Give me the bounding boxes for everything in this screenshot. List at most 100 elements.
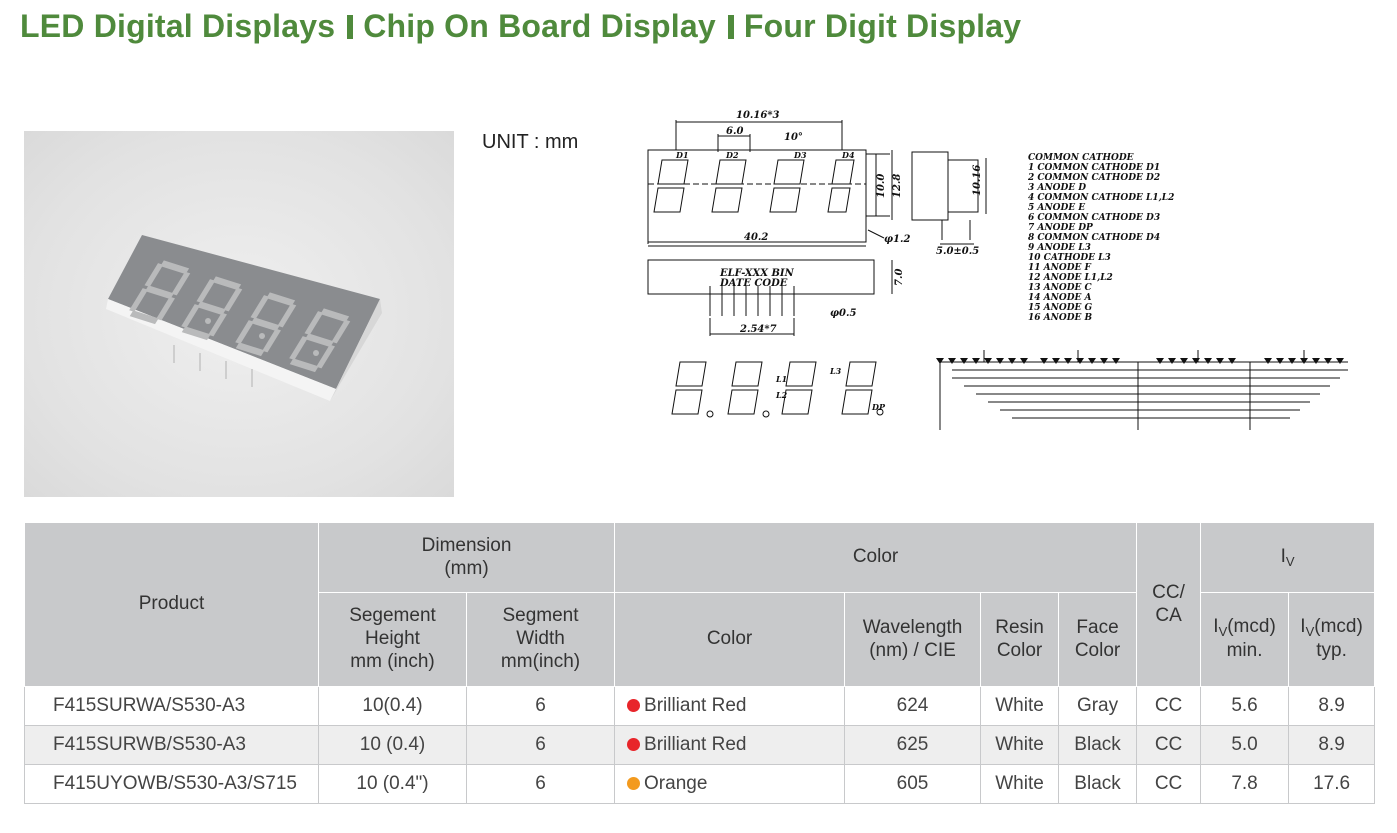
title-separator xyxy=(727,15,734,39)
circuit-diagram xyxy=(939,350,1348,430)
pin-line: 12 ANODE L1,L2 xyxy=(1028,273,1113,283)
pin-line: COMMON CATHODE xyxy=(1028,153,1134,163)
title-part-3: Four Digit Display xyxy=(743,8,1022,44)
digit-label-d1: D1 xyxy=(675,150,689,160)
pin-line: 7 ANODE DP xyxy=(1028,223,1093,233)
pin-line: 6 COMMON CATHODE D3 xyxy=(1028,213,1160,223)
cell-seg-width: 6 xyxy=(466,725,616,765)
pin-line: 10 CATHODE L3 xyxy=(1028,253,1111,263)
dim-angle: 10° xyxy=(784,132,803,143)
header-iv-typ: IV(mcd)typ. xyxy=(1288,592,1376,687)
cell-color: Orange xyxy=(614,764,846,804)
dim-pin-dia: φ1.2 xyxy=(884,234,910,245)
cell-iv-min: 7.8 xyxy=(1200,764,1290,804)
title-separator xyxy=(347,15,354,39)
pin-line: 8 COMMON CATHODE D4 xyxy=(1028,233,1160,243)
cell-resin: White xyxy=(980,686,1060,726)
digit-label-d4: D4 xyxy=(841,150,855,160)
cell-iv-min: 5.0 xyxy=(1200,725,1290,765)
dim-height-12: 12.8 xyxy=(892,174,903,198)
dim-side-h: 10.16 xyxy=(972,165,983,196)
cell-seg-height: 10 (0.4") xyxy=(318,764,467,804)
product-photo xyxy=(24,131,454,497)
pin-line: 14 ANODE A xyxy=(1028,293,1092,303)
digit-label-d3: D3 xyxy=(793,150,807,160)
dim-height-10: 10.0 xyxy=(876,174,887,198)
cell-color: Brilliant Red xyxy=(614,725,846,765)
pin-line: 15 ANODE G xyxy=(1028,303,1093,313)
pin-line: 11 ANODE F xyxy=(1028,263,1092,273)
cell-cc-ca: CC xyxy=(1136,725,1202,765)
cell-cc-ca: CC xyxy=(1136,764,1202,804)
cell-iv-typ: 17.6 xyxy=(1288,764,1376,804)
pin-list: COMMON CATHODE 1 COMMON CATHODE D1 2 COM… xyxy=(1027,153,1174,323)
header-iv: IV xyxy=(1200,522,1376,593)
header-color: Color xyxy=(614,592,846,687)
cell-seg-height: 10(0.4) xyxy=(318,686,467,726)
pin-line: 16 ANODE B xyxy=(1028,313,1093,323)
mark-l2: L2 xyxy=(775,390,788,400)
cell-cc-ca: CC xyxy=(1136,686,1202,726)
mark-dp: DP xyxy=(871,402,886,412)
pin-line: 3 ANODE D xyxy=(1028,183,1086,193)
header-iv-min: IV(mcd)min. xyxy=(1200,592,1290,687)
segment-schematic xyxy=(671,361,884,418)
header-wavelength: Wavelength(nm) / CIE xyxy=(844,592,982,687)
cell-face: Gray xyxy=(1058,686,1138,726)
header-product: Product xyxy=(24,522,319,687)
table-row: F415SURWA/S530-A3 10(0.4) 6 Brilliant Re… xyxy=(24,686,1376,726)
title-part-1: LED Digital Displays xyxy=(20,8,336,44)
pin-line: 5 ANODE E xyxy=(1028,203,1085,213)
color-dot-icon xyxy=(627,738,641,751)
cell-wavelength: 605 xyxy=(844,764,982,804)
cell-wavelength: 624 xyxy=(844,686,982,726)
digit-label-d2: D2 xyxy=(725,150,739,160)
title-part-2: Chip On Board Display xyxy=(363,8,716,44)
dim-bottom-h: 7.0 xyxy=(894,269,905,286)
table-row: F415UYOWB/S530-A3/S715 10 (0.4") 6 Orang… xyxy=(24,764,1376,804)
mark-l3: L3 xyxy=(829,366,842,376)
dimension-drawing: 10.16*3 6.0 10° 40.2 φ1.2 5.0±0.5 ELF-XX… xyxy=(647,110,1348,430)
front-view-outline xyxy=(647,149,867,243)
pin-line: 2 COMMON CATHODE D2 xyxy=(1027,173,1160,183)
dim-width: 40.2 xyxy=(744,232,768,243)
pin-line: 4 COMMON CATHODE L1,L2 xyxy=(1028,193,1174,203)
cell-iv-typ: 8.9 xyxy=(1288,725,1376,765)
header-color-group: Color xyxy=(614,522,1138,593)
spec-table: Product Dimension(mm) Color CC/CA IV Seg… xyxy=(24,522,1376,804)
cell-color: Brilliant Red xyxy=(614,686,846,726)
mark-l1: L1 xyxy=(775,374,787,384)
cell-iv-min: 5.6 xyxy=(1200,686,1290,726)
dim-label-2: DATE CODE xyxy=(719,278,788,289)
dim-pitch: 10.16*3 xyxy=(736,110,780,121)
dim-label-1: ELF-XXX BIN xyxy=(719,268,795,279)
header-dimension: Dimension(mm) xyxy=(317,522,616,593)
dim-pin-pitch: 2.54*7 xyxy=(739,324,777,335)
cell-seg-width: 6 xyxy=(466,764,616,804)
color-dot-icon xyxy=(627,777,641,790)
dim-seg-width: 6.0 xyxy=(726,126,743,137)
page-title: LED Digital Displays Chip On Board Displa… xyxy=(20,8,1021,45)
led-display-illustration xyxy=(106,235,382,401)
cell-resin: White xyxy=(980,725,1060,765)
cell-seg-height: 10 (0.4) xyxy=(318,725,467,765)
header-cc-ca: CC/CA xyxy=(1136,522,1202,687)
table-row: F415SURWB/S530-A3 10 (0.4) 6 Brilliant R… xyxy=(24,725,1376,765)
unit-label: UNIT : mm xyxy=(482,131,579,153)
cell-seg-width: 6 xyxy=(466,686,616,726)
cell-face: Black xyxy=(1058,725,1138,765)
pin-line: 9 ANODE L3 xyxy=(1028,243,1091,253)
cell-product: F415SURWA/S530-A3 xyxy=(24,686,319,726)
dim-side-w: 5.0±0.5 xyxy=(936,246,979,257)
front-digits xyxy=(653,159,855,213)
color-dot-icon xyxy=(627,699,641,712)
cell-product: F415UYOWB/S530-A3/S715 xyxy=(24,764,319,804)
dim-pin-d05: φ0.5 xyxy=(830,308,856,319)
cell-wavelength: 625 xyxy=(844,725,982,765)
pin-line: 13 ANODE C xyxy=(1028,283,1093,293)
cell-iv-typ: 8.9 xyxy=(1288,686,1376,726)
